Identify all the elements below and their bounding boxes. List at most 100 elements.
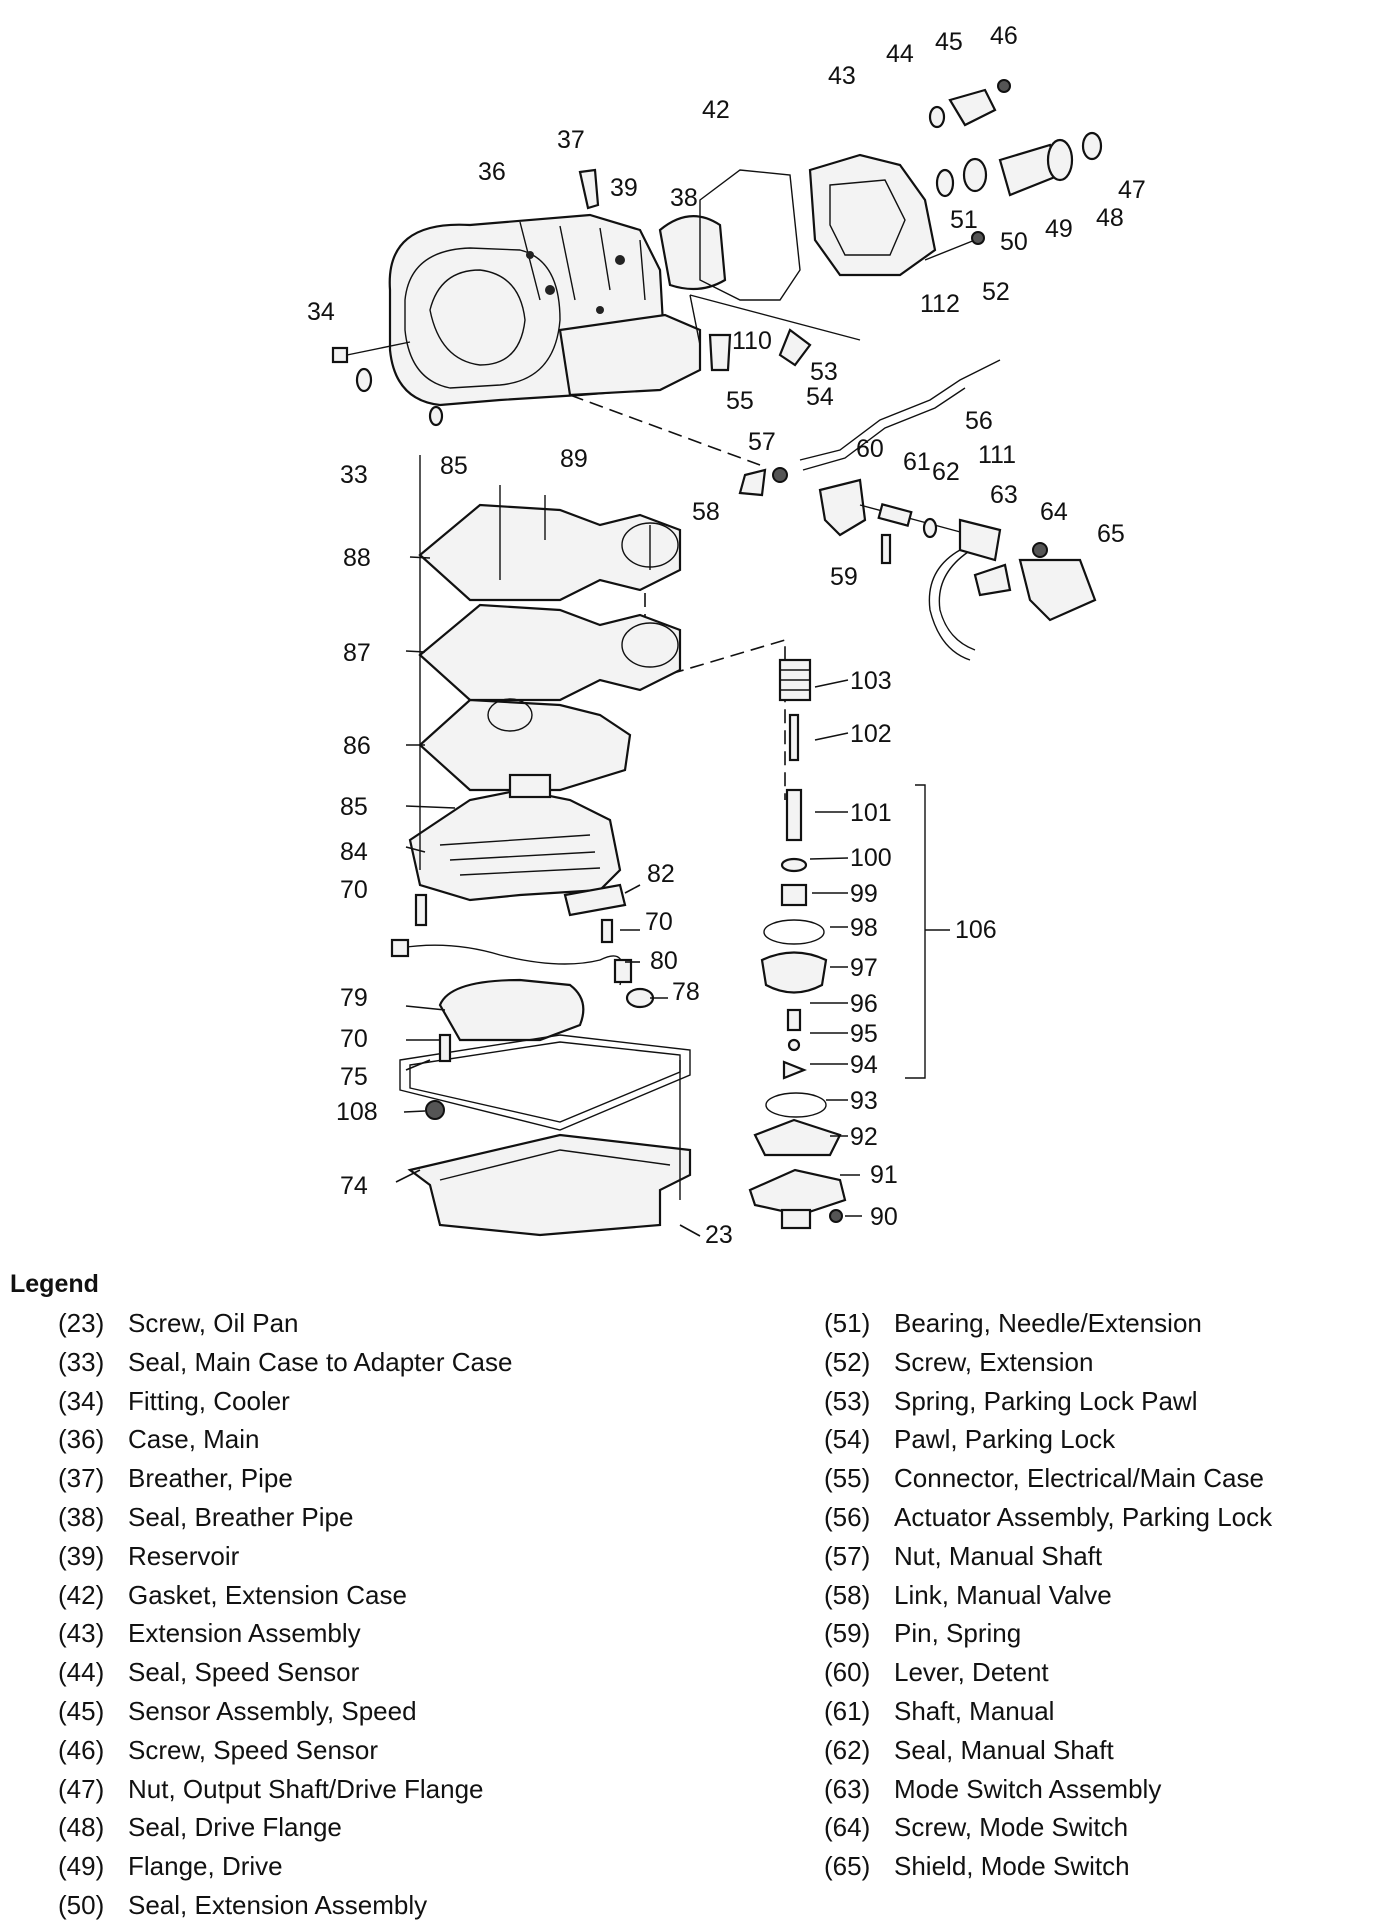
callout-labels: 23 33 34 36 37 38 39 42 43 44 45 46 47 4… xyxy=(307,22,1146,1249)
legend-item-label: Nut, Output Shaft/Drive Flange xyxy=(128,1773,484,1804)
legend-item-label: Seal, Drive Flange xyxy=(128,1812,342,1843)
callout: 79 xyxy=(340,984,368,1012)
legend-item: (58)Link, Manual Valve xyxy=(824,1576,1272,1615)
legend-item-label: Seal, Manual Shaft xyxy=(894,1734,1114,1765)
callout: 103 xyxy=(850,667,892,695)
callout: 48 xyxy=(1096,204,1124,232)
legend-item-label: Mode Switch Assembly xyxy=(894,1773,1162,1804)
legend-item-number: (37) xyxy=(58,1463,105,1494)
callout: 91 xyxy=(870,1161,898,1189)
callout: 36 xyxy=(478,158,506,186)
legend-item: (60)Lever, Detent xyxy=(824,1653,1272,1692)
legend-item: (54) Pawl, Parking Lock xyxy=(824,1420,1272,1459)
callout: 86 xyxy=(343,732,371,760)
legend-title: Legend xyxy=(10,1270,99,1298)
callout: 97 xyxy=(850,954,878,982)
main-case-illustration xyxy=(388,213,702,407)
callout: 84 xyxy=(340,838,368,866)
callout: 70 xyxy=(340,876,368,904)
legend-item-label: Actuator Assembly, Parking Lock xyxy=(894,1501,1273,1532)
legend-item-label: Flange, Drive xyxy=(128,1851,283,1882)
callout: 96 xyxy=(850,990,878,1018)
callout: 53 xyxy=(810,358,838,386)
legend-item-label: Connector, Electrical/Main Case xyxy=(894,1463,1264,1494)
callout: 56 xyxy=(965,407,993,435)
legend-item: (64)Screw, Mode Switch xyxy=(824,1808,1272,1847)
legend-item: (37) Breather, Pipe xyxy=(58,1459,512,1498)
callout: 75 xyxy=(340,1063,368,1091)
parking-actuator-illustration xyxy=(799,359,1001,471)
manual-shaft-illustration xyxy=(738,467,1048,565)
callout: 57 xyxy=(748,428,776,456)
legend-item-label: Gasket, Extension Case xyxy=(128,1579,407,1610)
legend-item-number: (49) xyxy=(58,1851,105,1882)
legend-item-label: Seal, Extension Assembly xyxy=(128,1889,428,1920)
legend-item-number: (38) xyxy=(58,1501,105,1532)
legend-item: (42)Gasket, Extension Case xyxy=(58,1576,512,1615)
callout: 110 xyxy=(732,327,772,355)
callout: 88 xyxy=(343,544,371,572)
legend-item-label: Spring, Parking Lock Pawl xyxy=(894,1385,1198,1416)
callout: 106 xyxy=(955,916,997,944)
legend-item: (44)Seal, Speed Sensor xyxy=(58,1653,512,1692)
legend-item: (50)Seal, Extension Assembly xyxy=(58,1886,512,1925)
parking-pawl-illustration xyxy=(689,294,861,372)
legend-item-number: (64) xyxy=(824,1812,871,1843)
legend-item-label: Link, Manual Valve xyxy=(894,1579,1112,1610)
exploded-transmission-diagram: 23 33 34 36 37 38 39 42 43 44 45 46 47 4… xyxy=(307,22,1146,1249)
legend-item: (65) Shield, Mode Switch xyxy=(824,1847,1272,1886)
legend-item: (43)Extension Assembly xyxy=(58,1614,512,1653)
legend-item: (23) Screw, Oil Pan xyxy=(58,1304,512,1343)
callout: 65 xyxy=(1097,520,1125,548)
legend-item: (61)Shaft, Manual xyxy=(824,1692,1272,1731)
legend-item-number: (47) xyxy=(58,1773,105,1804)
callout: 55 xyxy=(726,387,754,415)
legend-item-number: (23) xyxy=(58,1308,105,1338)
callout: 94 xyxy=(850,1051,878,1079)
legend-item-number: (53) xyxy=(824,1385,871,1416)
callout: 78 xyxy=(672,978,700,1006)
legend-item-label: Pawl, Parking Lock xyxy=(894,1424,1116,1455)
legend-item-label: Bearing, Needle/Extension xyxy=(894,1308,1202,1338)
callout: 108 xyxy=(336,1098,378,1126)
legend-right-column: (51)Bearing, Needle/Extension(52)Screw, … xyxy=(824,1304,1272,1886)
callout: 42 xyxy=(702,96,730,124)
callout: 49 xyxy=(1045,215,1073,243)
callout: 44 xyxy=(886,40,914,68)
callout: 62 xyxy=(932,458,960,486)
oil-pan-illustration xyxy=(407,1100,692,1237)
legend-item-number: (57) xyxy=(824,1540,871,1571)
callout: 111 xyxy=(978,441,1016,469)
callout: 70 xyxy=(645,908,673,936)
legend-item-number: (51) xyxy=(824,1308,871,1338)
legend-item-number: (54) xyxy=(824,1424,871,1455)
legend-item-label: Seal, Breather Pipe xyxy=(128,1501,354,1532)
legend-item-number: (52) xyxy=(824,1346,871,1377)
spacer-plate-87 xyxy=(418,603,682,702)
callout: 102 xyxy=(850,720,892,748)
callout: 82 xyxy=(647,860,675,888)
callout: 33 xyxy=(340,461,368,489)
legend-item-label: Screw, Oil Pan xyxy=(128,1308,299,1338)
wiring-harness-illustration xyxy=(390,883,633,986)
legend-item-label: Pin, Spring xyxy=(894,1618,1022,1649)
legend-item-label: Shield, Mode Switch xyxy=(894,1851,1130,1882)
output-flange-illustration xyxy=(935,131,1103,198)
legend-item: (38) Seal, Breather Pipe xyxy=(58,1498,512,1537)
callout: 37 xyxy=(557,126,585,154)
callout: 95 xyxy=(850,1020,878,1048)
legend-item: (49) Flange, Drive xyxy=(58,1847,512,1886)
legend-item-number: (65) xyxy=(824,1851,871,1882)
callout: 47 xyxy=(1118,176,1146,204)
legend-item-label: Extension Assembly xyxy=(128,1618,361,1649)
legend-item: (57)Nut, Manual Shaft xyxy=(824,1537,1272,1576)
callout: 61 xyxy=(903,448,931,476)
callout: 54 xyxy=(806,383,834,411)
legend-item: (39)Reservoir xyxy=(58,1537,512,1576)
legend-item-label: Seal, Main Case to Adapter Case xyxy=(128,1346,513,1377)
legend-item: (48) Seal, Drive Flange xyxy=(58,1808,512,1847)
callout: 99 xyxy=(850,880,878,908)
legend-item-number: (48) xyxy=(58,1812,105,1843)
valve-body-illustration xyxy=(408,773,622,902)
legend-item-label: Breather, Pipe xyxy=(128,1463,293,1494)
